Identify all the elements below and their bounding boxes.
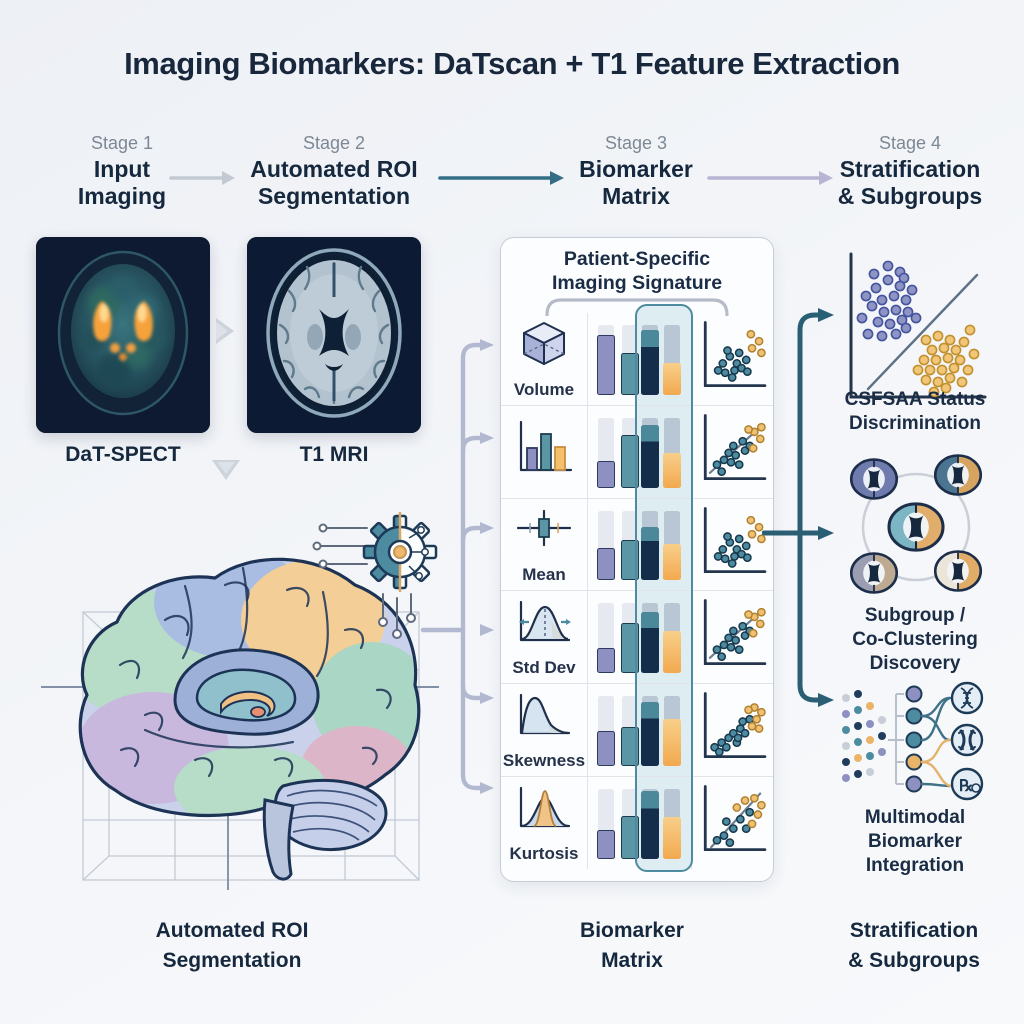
mini-scatter-icon (693, 783, 769, 865)
patient-bars (641, 696, 686, 767)
cohort-bars (597, 325, 644, 395)
feature-label: Std Dev (512, 658, 576, 678)
signature-bracket-icon (545, 298, 729, 316)
patient-bars (641, 789, 686, 859)
t1-mri-axial-scan (247, 237, 421, 433)
stage1-to-stage2-arrow-icon (169, 171, 235, 185)
matrix-row-stddev: Std Dev (501, 590, 773, 683)
brain-lateral-view (78, 557, 421, 881)
mean-boxplot-icon (501, 506, 587, 550)
cohort-bars (597, 789, 644, 859)
mini-scatter-icon (693, 505, 769, 587)
matrix-to-outputs-connector (762, 308, 834, 707)
stage-3-header: Stage 3 Biomarker Matrix (540, 133, 732, 210)
patient-bars (641, 417, 686, 488)
kurtosis-curve-icon (501, 784, 587, 830)
stage-4-title-line1: Stratification (839, 156, 981, 182)
chromosome-icon (958, 729, 976, 751)
mini-scatter-icon (693, 412, 769, 494)
matrix-rows: Volume (501, 313, 773, 869)
stage-3-title-line2: Matrix (602, 183, 670, 209)
matrix-row-mean: Mean (501, 497, 773, 591)
std-dev-curve-icon (501, 598, 587, 644)
latent-nodes (905, 685, 923, 793)
caption-stratification: Stratification & Subgroups (848, 919, 980, 972)
scan-label-dat-spect: DaT-SPECT (65, 443, 181, 466)
cohort-bars (597, 510, 644, 581)
svg-text:℞: ℞ (959, 776, 973, 795)
dna-icon (960, 687, 974, 709)
segmented-brain-illustration (41, 512, 439, 890)
patient-bars (641, 510, 686, 581)
fan-links (888, 693, 904, 785)
class-scatter-plot-icon (849, 252, 987, 399)
multimodal-network-icon: ℞ (842, 681, 984, 801)
mini-scatter-icon (693, 319, 769, 401)
caption-segmentation: Automated ROI Segmentation (155, 919, 309, 972)
cohort-bars (597, 417, 644, 488)
patient-bars (641, 325, 686, 395)
caption-biomarker-matrix: Biomarker Matrix (580, 919, 684, 972)
mini-scatter-icon (693, 597, 769, 679)
stage-1-title-line1: Input (93, 156, 151, 182)
segmentation-to-matrix-connector (420, 339, 494, 794)
brain-subgroup-wheel-icon (849, 454, 983, 594)
chevron-down-icon (212, 460, 240, 480)
matrix-row-kurtosis: Kurtosis (501, 776, 773, 869)
crossing-links (920, 696, 952, 788)
skewness-curve-icon (501, 691, 587, 737)
feature-label: Mean (522, 565, 566, 585)
feature-label: Volume (513, 379, 575, 399)
stage-2-eyebrow: Stage 2 (302, 133, 366, 153)
output-label-discrimination: CSFSAA Status Discrimination (844, 389, 986, 434)
stage-3-title-line1: Biomarker (579, 156, 693, 182)
stage-1-eyebrow: Stage 1 (90, 133, 154, 153)
biomarker-matrix-panel: Patient-Specific Imaging Signature Volum… (500, 237, 774, 882)
output-label-subgroups: Subgroup / Co-Clustering Discovery (852, 605, 978, 674)
matrix-row-skewness: Skewness (501, 683, 773, 776)
stage-3-eyebrow: Stage 3 (604, 133, 668, 153)
feature-label: Skewness (502, 751, 586, 771)
rx-icon: ℞ (959, 776, 981, 795)
stage-1-title-line2: Imaging (77, 183, 167, 209)
stage-2-title-line1: Automated ROI (250, 156, 418, 182)
chevron-right-icon (216, 318, 234, 344)
stage-4-header: Stage 4 Stratification & Subgroups (810, 133, 1010, 210)
gear-circuit-icon (312, 512, 438, 639)
cohort-bars (597, 696, 644, 767)
stage-2-header: Stage 2 Automated ROI Segmentation (234, 133, 434, 210)
mini-scatter-icon (693, 690, 769, 772)
stage-2-title-line2: Segmentation (257, 183, 411, 209)
orange-cluster (912, 324, 980, 398)
modality-icons: ℞ (950, 681, 984, 801)
matrix-row-intensity (501, 404, 773, 498)
feature-label: Kurtosis (509, 843, 579, 863)
bar-chart-icon (501, 418, 587, 478)
stage-4-title-line2: & Subgroups (837, 183, 983, 209)
dat-spect-axial-scan (36, 237, 210, 433)
stage-4-eyebrow: Stage 4 (878, 133, 942, 153)
cube-icon (501, 320, 587, 366)
matrix-header-line2: Imaging Signature (551, 272, 723, 294)
matrix-row-volume: Volume (501, 313, 773, 405)
patient-column-highlight (635, 304, 693, 872)
chromosome-icon-circle (950, 723, 984, 757)
cohort-bars (597, 603, 644, 674)
feature-dot-grid (842, 690, 886, 782)
matrix-header-line1: Patient-Specific (563, 248, 711, 270)
purple-cluster (856, 260, 922, 342)
output-label-multimodal: Multimodal Biomarker Integration (864, 807, 966, 876)
stage2-to-stage3-arrow-icon (438, 171, 564, 185)
patient-bars (641, 603, 686, 674)
stage3-to-stage4-arrow-icon (707, 171, 833, 185)
scan-label-t1-mri: T1 MRI (299, 443, 369, 466)
page-title: Imaging Biomarkers: DaTscan + T1 Feature… (124, 46, 900, 81)
stage-1-header: Stage 1 Input Imaging (47, 133, 197, 210)
